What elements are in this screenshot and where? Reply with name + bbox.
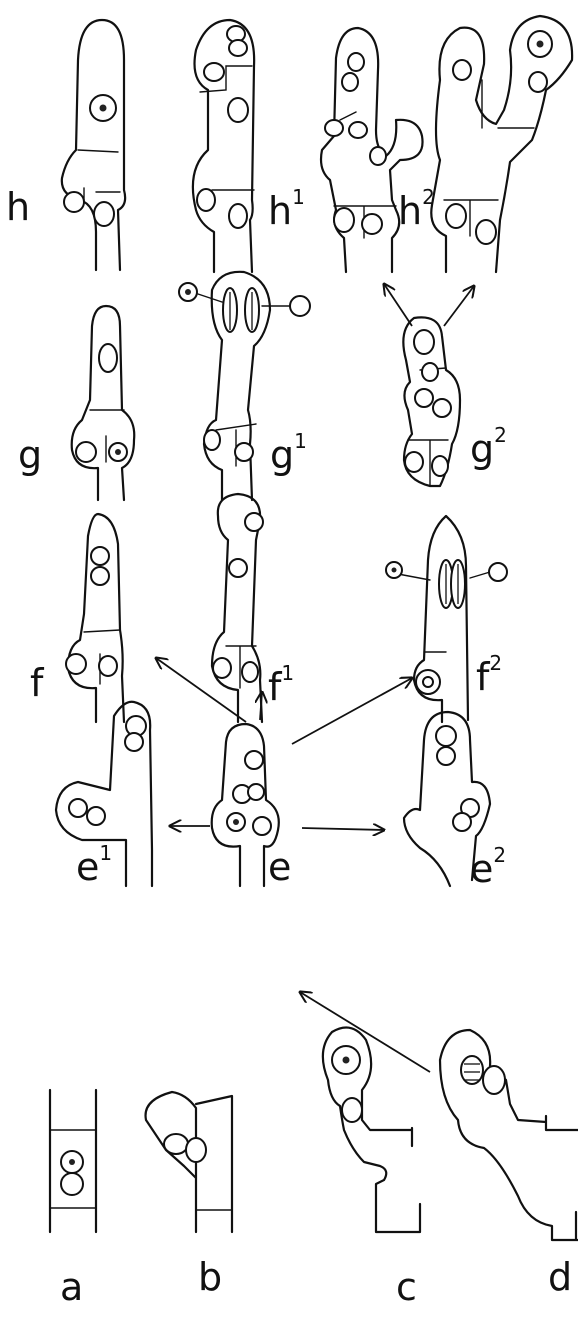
- label-h2: h2: [398, 185, 435, 233]
- drawing-e: [156, 658, 412, 888]
- drawing-g2: [384, 284, 474, 488]
- drawing-h2: [319, 26, 424, 274]
- label-e1: e1: [76, 841, 113, 889]
- label-h1: h1: [268, 185, 305, 233]
- label-h: h: [6, 185, 31, 229]
- drawing-h-right: [430, 14, 574, 274]
- drawing-h1: [191, 18, 256, 274]
- drawing-f1: [210, 492, 264, 724]
- label-a: a: [60, 1265, 84, 1309]
- drawing-h: [60, 18, 127, 272]
- label-g2: g2: [470, 423, 507, 471]
- label-d: d: [548, 1255, 573, 1299]
- drawing-b: [144, 1090, 234, 1234]
- label-f1: f1: [268, 661, 295, 709]
- label-f2: f2: [476, 651, 503, 699]
- drawing-g1: [178, 270, 311, 502]
- drawing-g: [70, 304, 136, 502]
- label-e2: e2: [470, 843, 507, 891]
- label-g: g: [18, 433, 43, 477]
- drawing-f: [65, 512, 126, 724]
- label-e: e: [268, 845, 292, 889]
- drawing-e2: [402, 710, 492, 888]
- drawing-d: [300, 992, 578, 1242]
- label-b: b: [198, 1255, 223, 1299]
- drawing-f2: [385, 514, 508, 724]
- drawing-e1: [54, 700, 154, 888]
- label-c: c: [396, 1265, 417, 1309]
- drawing-c: [321, 1026, 422, 1234]
- label-g1: g1: [270, 429, 307, 477]
- label-f: f: [30, 661, 44, 705]
- drawing-a: [48, 1088, 98, 1234]
